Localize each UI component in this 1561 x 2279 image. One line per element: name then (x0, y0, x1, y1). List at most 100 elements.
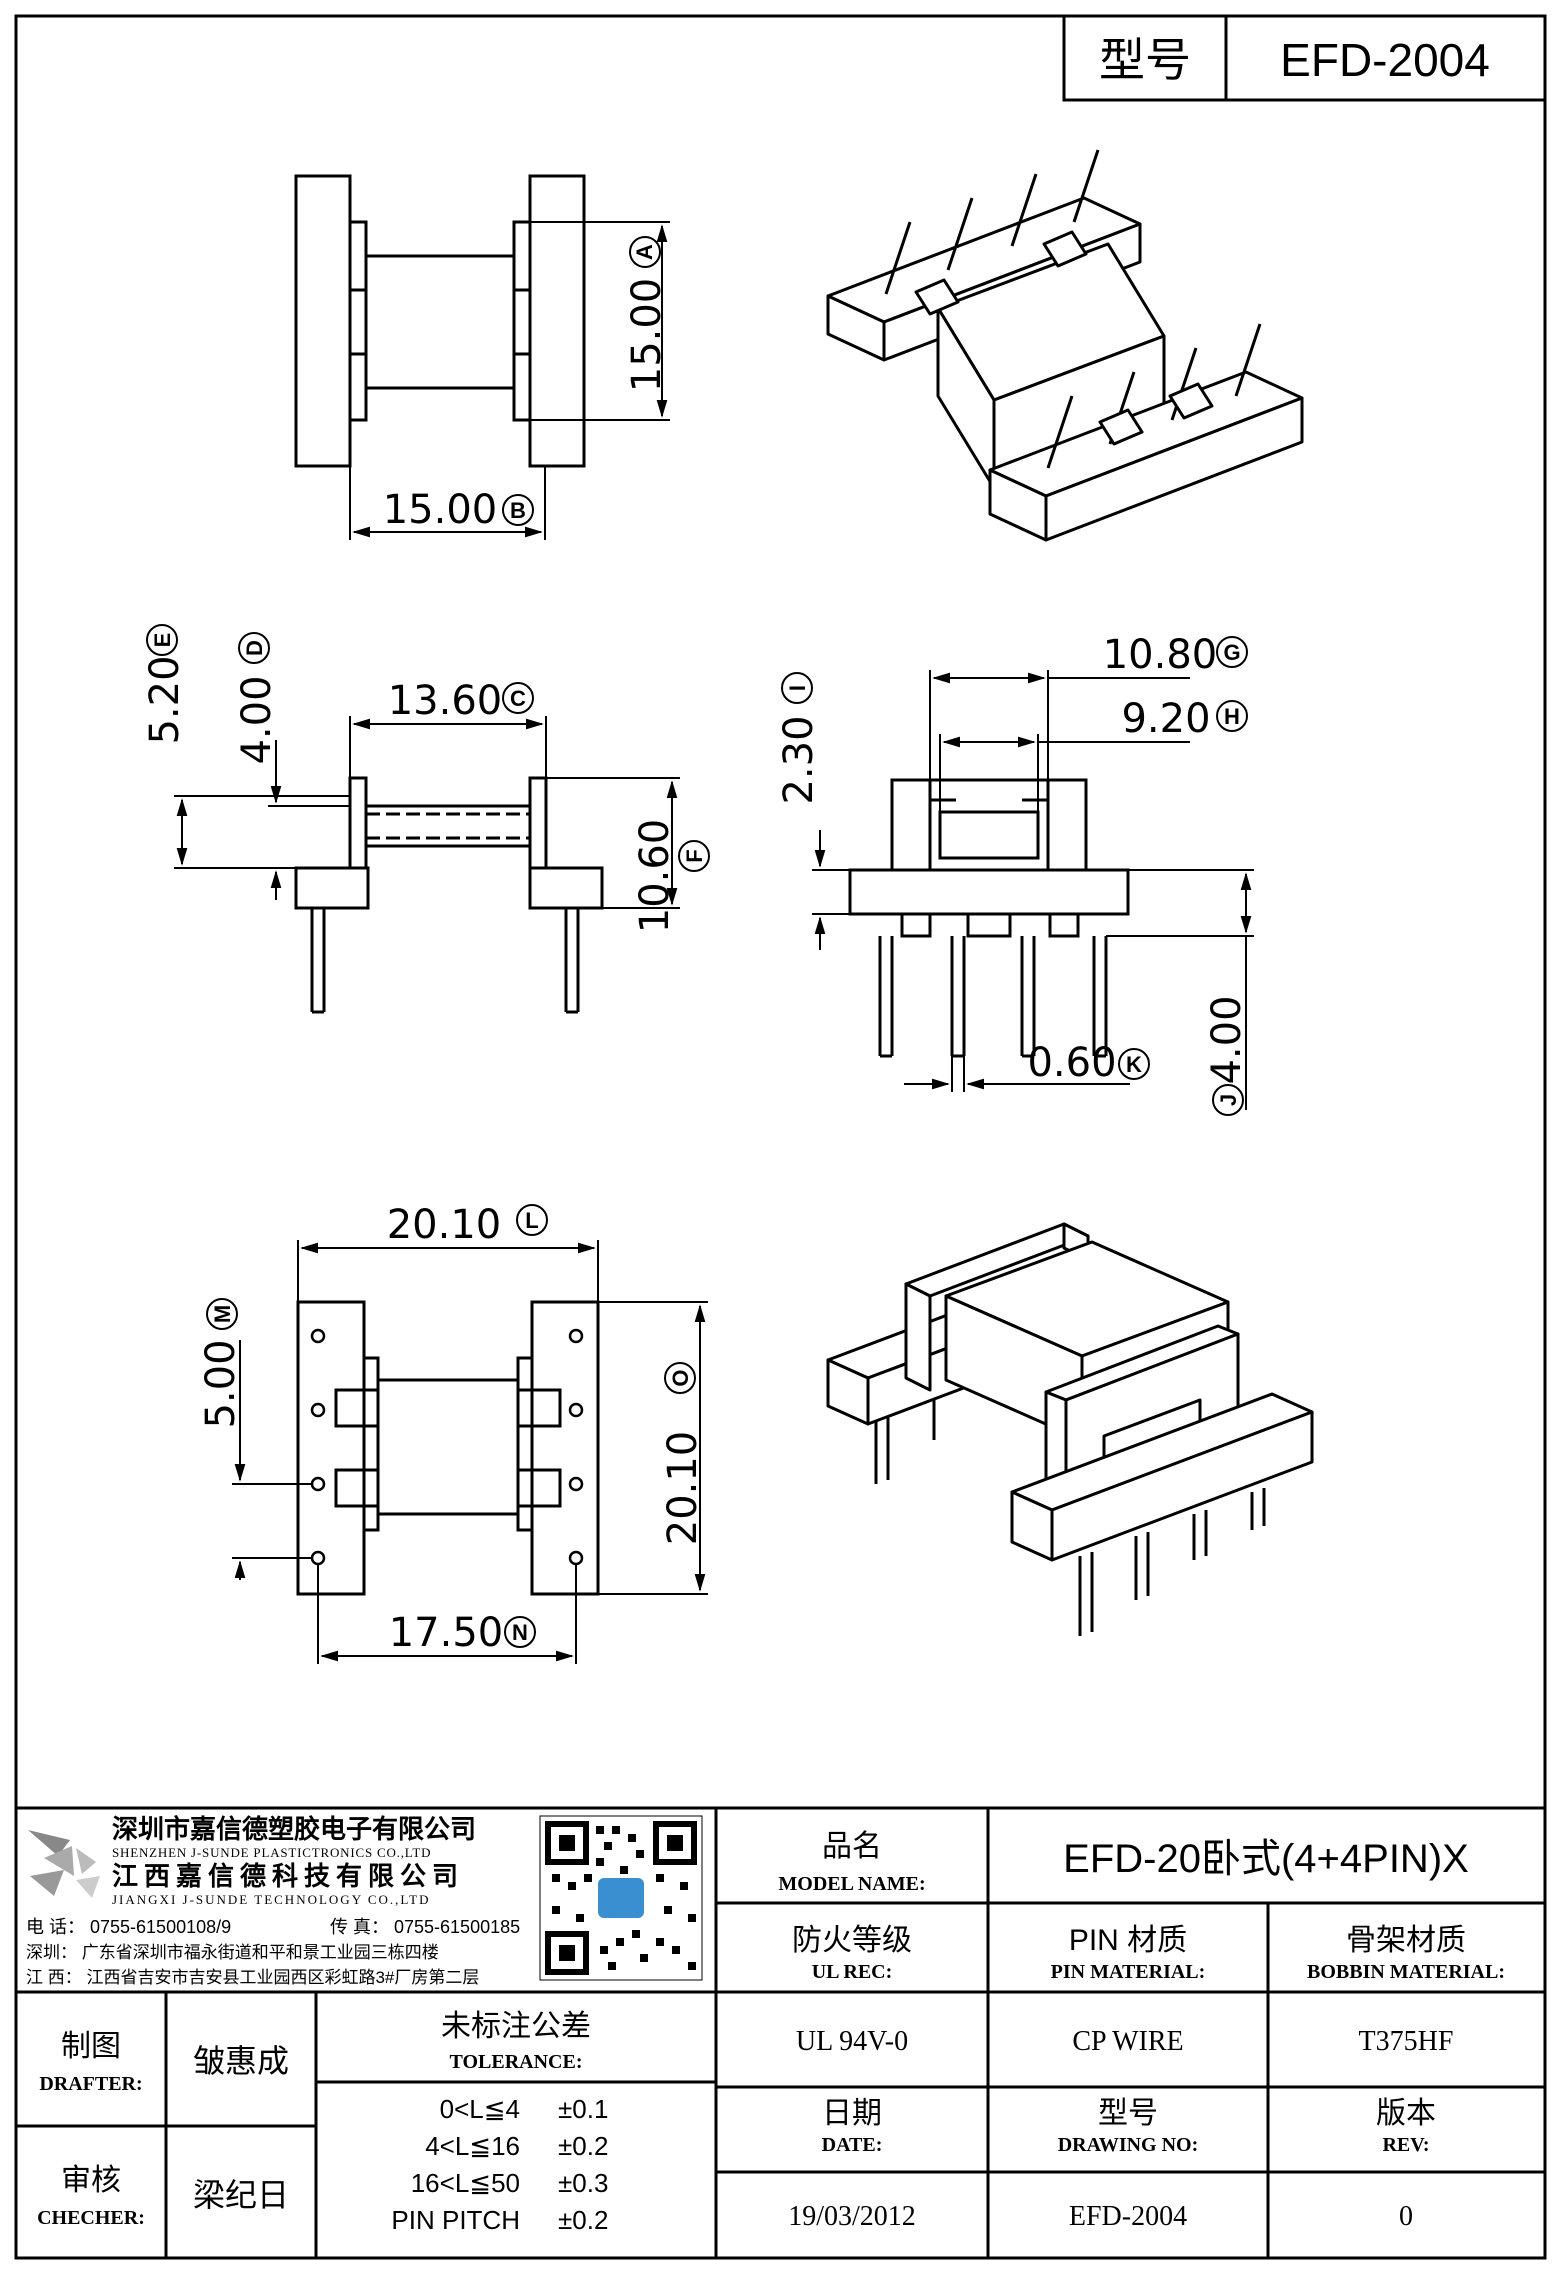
dim-B (349, 466, 546, 540)
bottom-view-pin-holes (310, 1328, 584, 1566)
tolerance-table: 0<L≦4 ±0.1 4<L≦16 ±0.2 16<L≦50 ±0.3 PIN … (391, 2094, 608, 2235)
company-fax: 传 真： 0755-61500185 (330, 1917, 520, 1937)
checker-cn: 审核 (61, 2164, 121, 2197)
top-view (294, 174, 586, 468)
dim-D-value: 4.00 (234, 675, 280, 764)
tolerance-range: PIN PITCH (391, 2205, 520, 2235)
drafter-name: 皱惠成 (193, 2043, 289, 2079)
checker-name: 梁纪日 (193, 2177, 289, 2213)
svg-text:O: O (668, 1369, 693, 1386)
dim-K-value: 0.60 (1027, 1040, 1116, 1086)
dim-J-value: 4.00 (1204, 995, 1250, 1084)
dim-F-value: 10.60 (632, 819, 678, 934)
svg-text:L: L (525, 1208, 538, 1233)
dim-H-value: 9.20 (1121, 696, 1210, 742)
company-name-cn-1: 深圳市嘉信德塑胶电子有限公司 (112, 1814, 476, 1844)
company-address-shenzhen: 深圳： 广东省深圳市福永街道和平和景工业园三栋四楼 (26, 1943, 439, 1962)
drawing-no-cn: 型号 (1098, 2097, 1158, 2130)
sheet-border (14, 14, 1547, 2260)
dim-I-value: 2.30 (776, 715, 822, 804)
dim-N (317, 1564, 577, 1664)
svg-text:I: I (785, 685, 810, 691)
svg-text:E: E (150, 633, 175, 648)
header-model-box: 型号 EFD-2004 (1062, 14, 1547, 102)
svg-text:B: B (510, 498, 526, 523)
dim-A (530, 221, 670, 421)
dim-G-value: 10.80 (1103, 632, 1218, 678)
label-L: L (516, 1204, 548, 1236)
company-name-cn-2: 江西嘉信德科技有限公司 (112, 1861, 464, 1891)
dim-C-value: 13.60 (388, 678, 503, 724)
checker-en: CHECHER: (37, 2207, 145, 2229)
isometric-view-bottom (826, 1222, 1314, 1636)
model-name-en: MODEL NAME: (778, 1873, 925, 1895)
bottom-view (296, 1300, 600, 1596)
rev-en: REV: (1382, 2134, 1429, 2156)
side-view (848, 778, 1130, 1058)
company-tel: 电 话： 0755-61500108/9 (26, 1917, 231, 1937)
label-H: H (1216, 700, 1248, 732)
svg-text:A: A (632, 244, 657, 260)
label-N: N (504, 1616, 536, 1648)
label-O: O (664, 1362, 696, 1394)
tolerance-value: ±0.2 (558, 2131, 608, 2161)
dim-K (904, 1024, 1130, 1092)
bobbin-material-en: BOBBIN MATERIAL: (1307, 1961, 1505, 1983)
date-en: DATE: (822, 2134, 883, 2156)
company-logo (28, 1830, 100, 1898)
label-G: G (1216, 636, 1248, 668)
tolerance-range: 0<L≦4 (440, 2094, 520, 2124)
date-value: 19/03/2012 (788, 2201, 916, 2232)
dim-M (232, 1340, 312, 1580)
drawing-no-en: DRAWING NO: (1058, 2134, 1199, 2156)
tolerance-value: ±0.1 (558, 2094, 608, 2124)
drawing-no-value: EFD-2004 (1069, 2201, 1187, 2232)
svg-text:C: C (510, 686, 526, 711)
company-name-en-2: JIANGXI J-SUNDE TECHNOLOGY CO.,LTD (112, 1892, 431, 1907)
dim-O (598, 1301, 708, 1595)
label-K: K (1118, 1048, 1150, 1080)
label-B: B (502, 494, 534, 526)
svg-text:K: K (1126, 1052, 1142, 1077)
dim-I (812, 830, 850, 950)
tolerance-en: TOLERANCE: (450, 2051, 583, 2073)
drafter-en: DRAFTER: (39, 2073, 142, 2095)
header-model-label: 型号 (1099, 34, 1191, 86)
title-block-grid (16, 1806, 1545, 2258)
svg-text:H: H (1224, 704, 1240, 729)
bobbin-material-cn: 骨架材质 (1346, 1924, 1466, 1957)
dim-N-value: 17.50 (389, 1610, 504, 1656)
svg-text:D: D (242, 640, 267, 656)
dim-A-value: 15.00 (624, 278, 670, 393)
tolerance-value: ±0.3 (558, 2168, 608, 2198)
ul-rec-value: UL 94V-0 (796, 2026, 908, 2057)
model-name-cn: 品名 (822, 1830, 882, 1863)
label-A: A (629, 236, 661, 268)
front-view (294, 776, 604, 1014)
svg-text:N: N (512, 1620, 528, 1645)
dim-E-value: 5.20 (142, 655, 188, 744)
company-name-en-1: SHENZHEN J-SUNDE PLASTICTRONICS CO.,LTD (112, 1845, 431, 1860)
tolerance-range: 4<L≦16 (425, 2131, 520, 2161)
label-I: I (781, 672, 813, 704)
isometric-view-top (826, 149, 1304, 542)
label-E: E (146, 624, 178, 656)
tolerance-value: ±0.2 (558, 2205, 608, 2235)
dim-B-value: 15.00 (383, 487, 498, 533)
dim-G (929, 670, 1190, 780)
dim-L (297, 1240, 599, 1302)
pin-material-en: PIN MATERIAL: (1051, 1961, 1206, 1983)
model-name-value: EFD-20卧式(4+4PIN)X (1063, 1837, 1469, 1881)
dim-M-value: 5.00 (198, 1339, 244, 1428)
date-cn: 日期 (822, 2097, 882, 2130)
bobbin-material-value: T375HF (1359, 2026, 1454, 2057)
drafter-cn: 制图 (61, 2030, 121, 2063)
dim-O-value: 20.10 (660, 1431, 706, 1546)
svg-text:F: F (682, 849, 707, 862)
tolerance-cn: 未标注公差 (441, 2010, 591, 2043)
svg-text:M: M (210, 1305, 235, 1323)
rev-cn: 版本 (1376, 2097, 1436, 2130)
ul-rec-cn: 防火等级 (792, 1924, 912, 1957)
rev-value: 0 (1399, 2201, 1413, 2232)
